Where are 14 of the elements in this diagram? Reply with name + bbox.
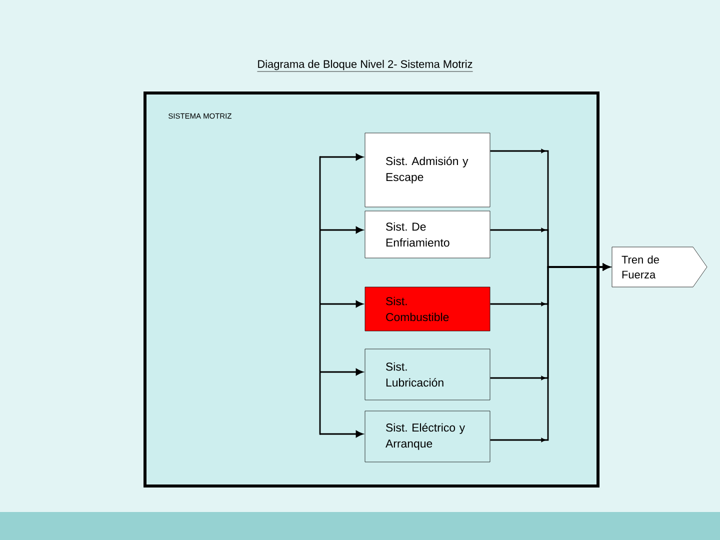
arrow	[320, 430, 364, 438]
arrow	[320, 300, 364, 308]
process-box: Sist. Combustible	[364, 286, 490, 332]
process-box: Sist. Admisión y Escape	[364, 132, 490, 208]
process-box: Sist. Lubricación	[364, 348, 490, 400]
arrow	[320, 154, 364, 160]
arrow	[490, 264, 610, 442]
title: Diagrama de Bloque Nivel 2- Sistema Motriz	[257, 60, 473, 72]
output-arrow-box: Tren de Fuerza	[612, 246, 708, 288]
arrow	[320, 368, 364, 376]
bus-line	[319, 156, 321, 435]
process-box: Sist. De Enfriamiento	[364, 210, 490, 258]
process-box: Sist. Eléctrico y Arranque	[364, 410, 490, 462]
arrow	[320, 226, 364, 234]
